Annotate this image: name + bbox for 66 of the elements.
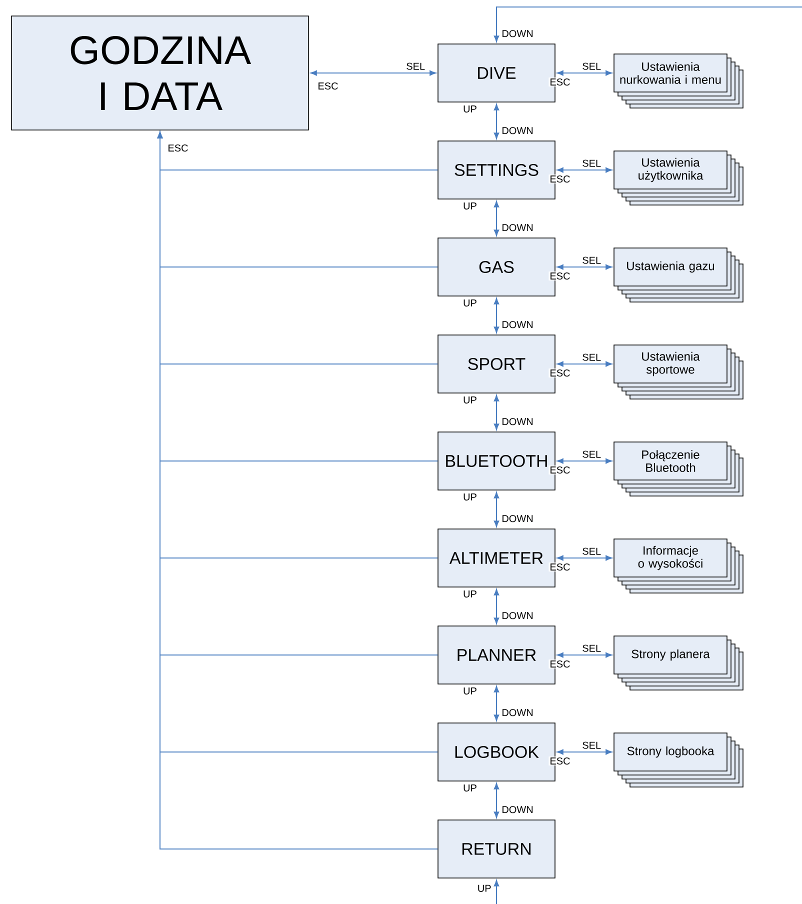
edge-label: DOWN bbox=[500, 514, 534, 524]
key-label: ESC bbox=[548, 77, 572, 87]
key-label: UP bbox=[462, 590, 478, 598]
edge-label: SEL bbox=[581, 256, 602, 265]
arrow bbox=[556, 458, 612, 464]
page-stack: Ustawienia gazu bbox=[614, 248, 744, 302]
key-label: ESC bbox=[548, 465, 572, 475]
key-label: ESC bbox=[548, 756, 572, 766]
arrow bbox=[494, 200, 500, 236]
menu-box: RETURN bbox=[438, 820, 556, 878]
page-stack: Informacje o wysokości bbox=[614, 538, 744, 594]
key-label: ESC bbox=[548, 368, 572, 378]
display-box: GODZINA I DATA bbox=[11, 16, 309, 130]
edge-label: UP bbox=[476, 884, 492, 893]
edge-label: DOWN bbox=[500, 320, 534, 330]
key-label: UP bbox=[462, 686, 478, 696]
key-label: ESC bbox=[166, 143, 190, 153]
edge-label: SEL bbox=[581, 450, 602, 459]
arrow bbox=[556, 749, 612, 755]
key-label: ESC bbox=[548, 271, 572, 281]
arrow bbox=[494, 104, 500, 140]
arrow bbox=[494, 298, 500, 334]
arrow bbox=[494, 782, 500, 818]
arrow bbox=[556, 70, 612, 76]
key-label: UP bbox=[462, 202, 478, 210]
edge-label: SEL bbox=[405, 62, 426, 71]
key-label: UP bbox=[462, 298, 478, 308]
edge-label: DOWN bbox=[500, 29, 534, 38]
arrow bbox=[494, 880, 500, 904]
arrow bbox=[556, 361, 612, 367]
edge-label: SEL bbox=[581, 740, 602, 750]
arrow bbox=[494, 394, 500, 430]
arrow bbox=[494, 6, 802, 42]
key-label: UP bbox=[462, 492, 478, 502]
edge-label: SEL bbox=[581, 546, 602, 556]
edge-label: DOWN bbox=[500, 417, 534, 426]
edge-label: SEL bbox=[581, 158, 602, 168]
key-label: UP bbox=[462, 784, 478, 792]
key-label: ESC bbox=[548, 562, 572, 572]
arrow bbox=[310, 70, 436, 76]
arrow bbox=[556, 264, 612, 270]
key-label: ESC bbox=[548, 174, 572, 184]
edge-label: SEL bbox=[581, 62, 602, 71]
arrow bbox=[494, 588, 500, 624]
arrow bbox=[494, 492, 500, 528]
arrow bbox=[556, 652, 612, 658]
edge-label: DOWN bbox=[500, 805, 534, 814]
key-label: ESC bbox=[548, 659, 572, 669]
edge-label: DOWN bbox=[500, 126, 534, 136]
edge-label: DOWN bbox=[500, 611, 534, 620]
key-label: UP bbox=[462, 396, 478, 404]
arrow bbox=[556, 555, 612, 561]
page-stack: Strony logbooka bbox=[614, 732, 744, 788]
arrow bbox=[556, 167, 612, 173]
page-stack: Ustawienia użytkownika bbox=[614, 150, 744, 206]
page-stack: Strony planera bbox=[614, 636, 744, 690]
arrow bbox=[494, 686, 500, 722]
edge-label: DOWN bbox=[500, 708, 534, 718]
key-label: UP bbox=[462, 104, 478, 114]
edge-label: SEL bbox=[581, 644, 602, 653]
edge-label: DOWN bbox=[500, 223, 534, 232]
page-stack: Połączenie Bluetooth bbox=[614, 442, 744, 496]
edge-label: SEL bbox=[581, 352, 602, 362]
page-stack: Ustawienia nurkowania i menu bbox=[614, 54, 744, 108]
page-stack: Ustawienia sportowe bbox=[614, 344, 744, 400]
key-label: ESC bbox=[316, 81, 340, 91]
